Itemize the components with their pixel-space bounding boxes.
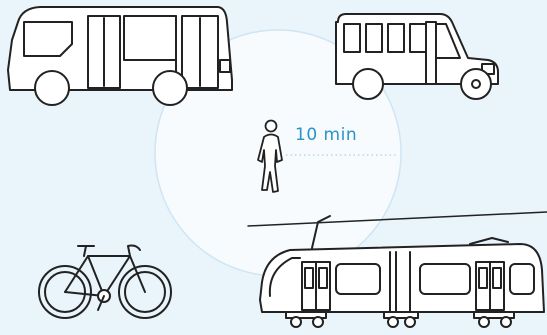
bus-icon (8, 7, 232, 105)
bicycle-icon (39, 246, 171, 319)
walk-time-label: 10 min (295, 125, 357, 145)
shuttle-van-icon (336, 14, 498, 99)
